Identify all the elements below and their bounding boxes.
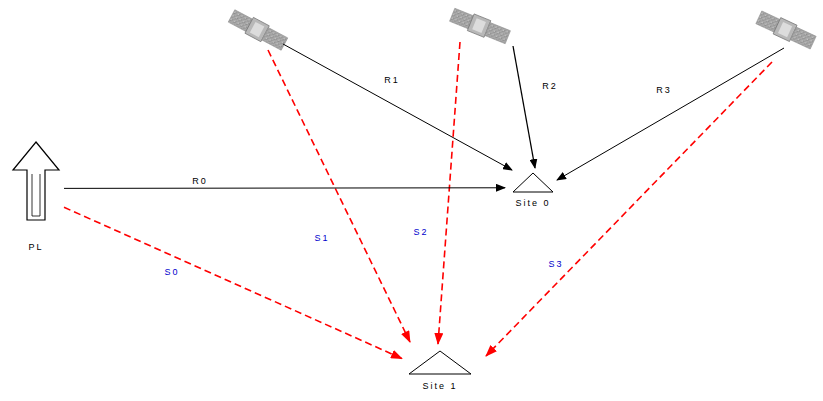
path-label: R3	[654, 85, 674, 96]
path-label: R2	[540, 81, 560, 92]
site-triangle	[513, 173, 553, 192]
path-label: S3	[546, 259, 565, 270]
path-label: S2	[411, 227, 430, 238]
signal-line	[438, 42, 460, 344]
node-shape	[505, 168, 561, 268]
path-label: R0	[190, 176, 210, 187]
satellite	[755, 9, 817, 51]
satellite	[449, 6, 511, 45]
path-label: S1	[312, 233, 331, 244]
antenna-arrow	[32, 174, 40, 216]
transmitter-node: PL	[8, 140, 64, 258]
node-shape	[402, 348, 478, 401]
path-label: S0	[162, 267, 181, 278]
site-node: Site 0	[505, 168, 561, 214]
signal-line	[513, 46, 535, 168]
signal-connector	[64, 207, 402, 358]
signal-line	[557, 48, 784, 180]
signal-connector	[64, 187, 505, 189]
antenna-arrow	[13, 142, 59, 220]
site-triangle	[409, 351, 471, 374]
site-node: Site 1	[402, 348, 478, 396]
path-label: R1	[382, 75, 402, 86]
node-label: PL	[8, 242, 64, 253]
node-shape	[8, 140, 64, 240]
satellite	[227, 8, 288, 52]
node-label: Site 0	[505, 198, 561, 209]
node-label: Site 1	[402, 381, 478, 392]
signal-line	[486, 62, 772, 356]
signal-line	[268, 50, 410, 342]
